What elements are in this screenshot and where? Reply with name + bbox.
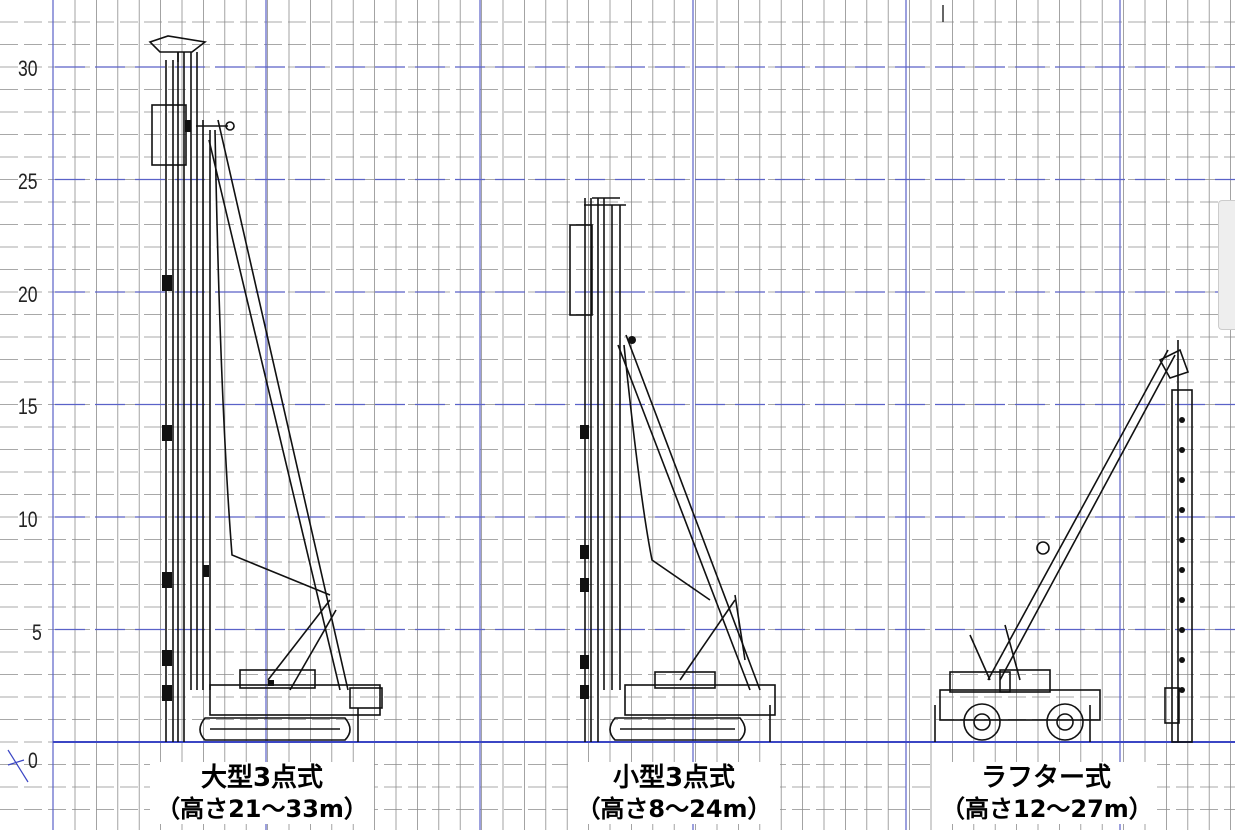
caption-height-range: （高さ12～27m）	[941, 795, 1153, 823]
y-tick-label-5: 5	[32, 620, 42, 645]
caption-height-range: （高さ21～33m）	[156, 795, 368, 823]
caption-small-three-point: 小型3点式 （高さ8～24m）	[568, 762, 780, 824]
side-panel-tab[interactable]	[1218, 200, 1235, 330]
caption-name: 大型3点式	[200, 763, 324, 793]
y-tick-label-25: 25	[18, 169, 38, 194]
corner-mark	[7, 749, 29, 783]
caption-height-range: （高さ8～24m）	[576, 795, 772, 823]
y-tick-label-15: 15	[18, 394, 38, 419]
caption-rough-terrain-crane: ラフター式 （高さ12～27m）	[935, 762, 1157, 824]
caption-name: ラフター式	[980, 763, 1111, 793]
y-tick-label-0: 0	[28, 748, 38, 773]
y-tick-label-30: 30	[18, 56, 38, 81]
corner-mark	[7, 759, 25, 766]
y-tick-label-20: 20	[18, 282, 38, 307]
caption-name: 小型3点式	[612, 763, 736, 793]
y-tick-label-10: 10	[18, 507, 38, 532]
caption-large-three-point: 大型3点式 （高さ21～33m）	[150, 762, 374, 824]
